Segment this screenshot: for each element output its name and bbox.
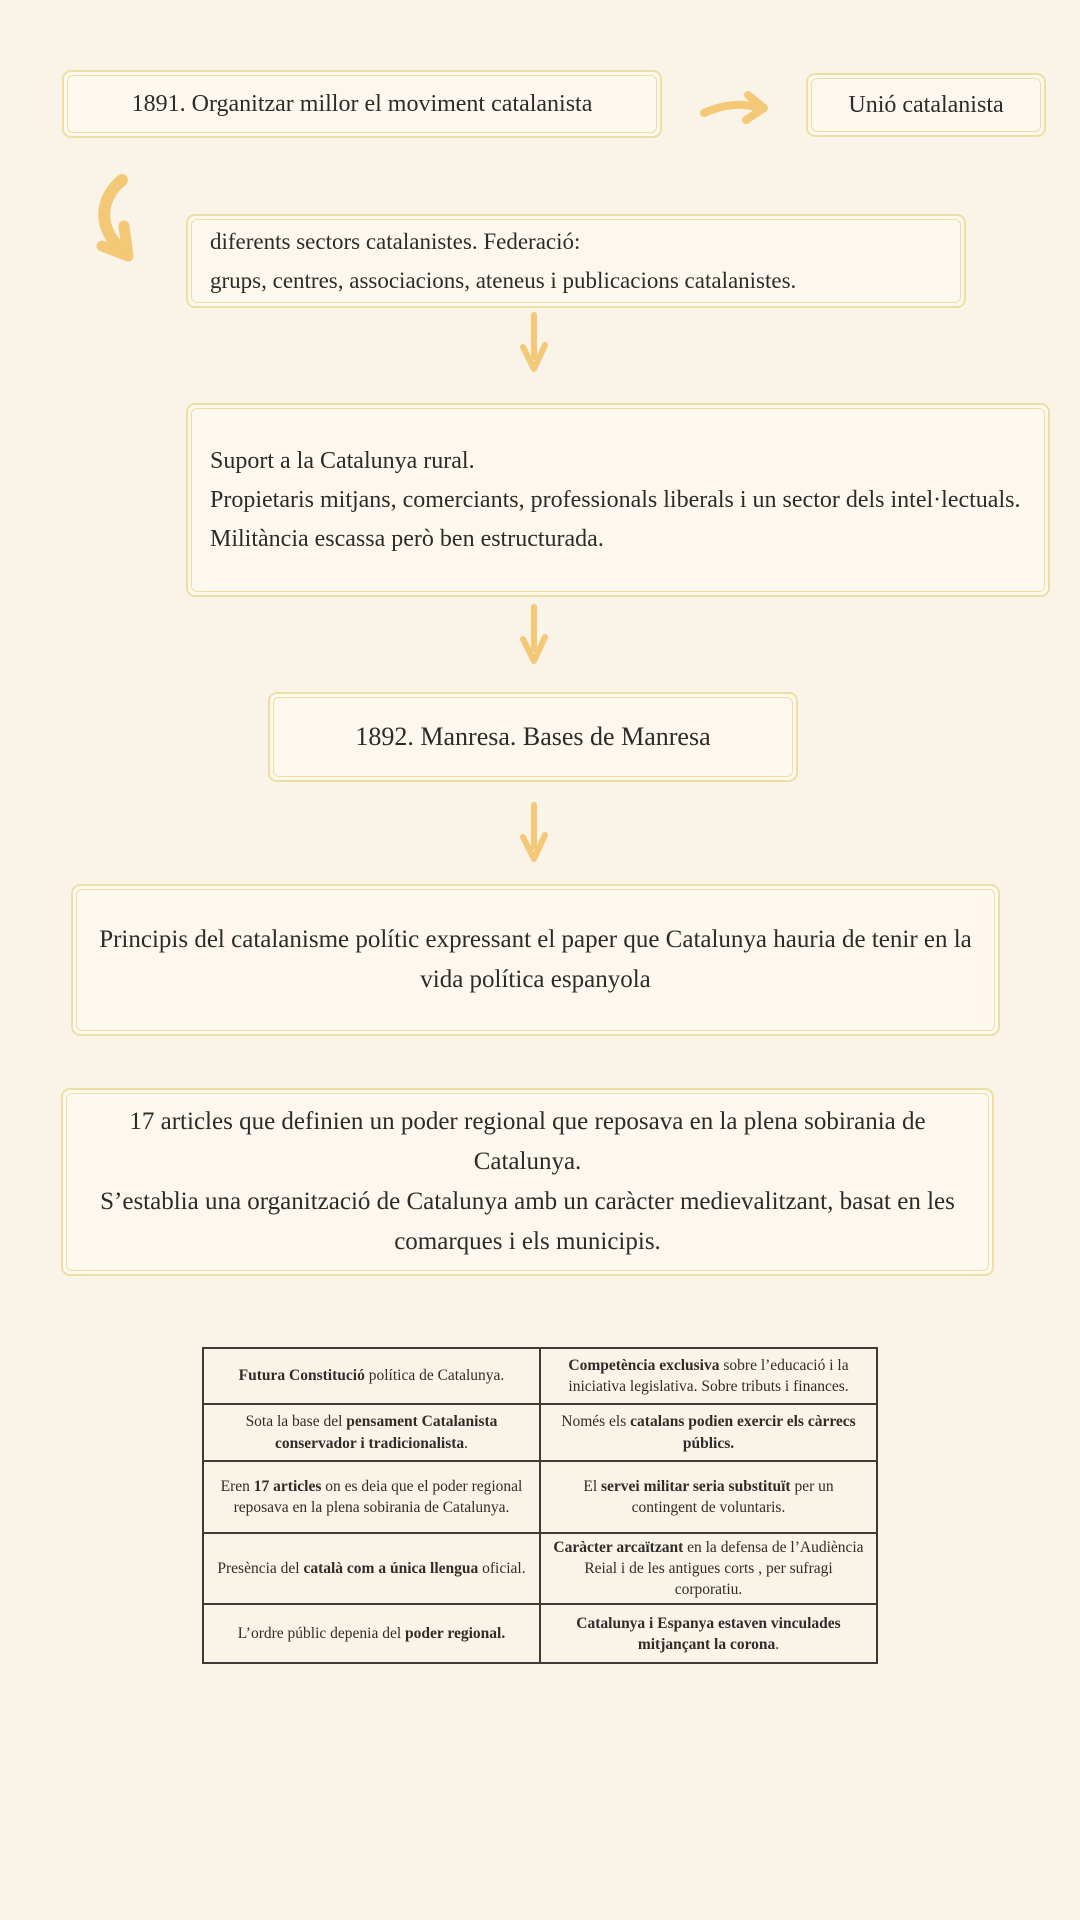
table-cell: Només els catalans podien exercir els cà… — [539, 1403, 878, 1462]
table-cell: Futura Constitució política de Catalunya… — [202, 1347, 541, 1405]
flow-box-unio-text: Unió catalanista — [848, 91, 1004, 118]
table-row: Presència del català com a única llengua… — [202, 1531, 878, 1606]
bases-de-manresa-table: Futura Constitució política de Catalunya… — [202, 1347, 878, 1665]
flow-box-federacio: diferents sectors catalanistes. Federaci… — [186, 214, 966, 308]
flow-box-federacio-text: diferents sectors catalanistes. Federaci… — [210, 229, 797, 293]
down-arrow-icon — [520, 312, 548, 372]
table-cell: Presència del català com a única llengua… — [202, 1531, 541, 1606]
table-cell: Caràcter arcaïtzant en la defensa de l’A… — [539, 1531, 878, 1606]
table-row: Sota la base del pensament Catalanista c… — [202, 1403, 878, 1462]
curved-down-arrow-icon — [96, 174, 134, 262]
flow-box-1891: 1891. Organitzar millor el moviment cata… — [62, 70, 662, 138]
table-cell: Competència exclusiva sobre l’educació i… — [539, 1347, 878, 1405]
flow-box-manresa: 1892. Manresa. Bases de Manresa — [268, 692, 798, 782]
table-cell: L’ordre públic depenia del poder regiona… — [202, 1603, 541, 1665]
flow-box-17-articles-text: 17 articles que definien un poder region… — [100, 1108, 955, 1255]
table-row: L’ordre públic depenia del poder regiona… — [202, 1603, 878, 1665]
table-body: Futura Constitució política de Catalunya… — [202, 1347, 878, 1665]
table-cell: Catalunya i Espanya estaven vinculades m… — [539, 1603, 878, 1665]
flow-box-17-articles: 17 articles que definien un poder region… — [61, 1088, 994, 1276]
flow-box-unio-catalanista: Unió catalanista — [806, 73, 1046, 137]
down-arrow-icon — [520, 802, 548, 862]
flow-box-principis: Principis del catalanisme polític expres… — [71, 884, 1000, 1036]
bases-de-manresa-table-wrap: Futura Constitució política de Catalunya… — [202, 1347, 878, 1665]
flow-box-principis-text: Principis del catalanisme polític expres… — [99, 926, 972, 993]
down-arrow-icon — [520, 604, 548, 664]
table-cell: El servei militar seria substituït per u… — [539, 1460, 878, 1534]
flow-box-suport-text: Suport a la Catalunya rural. Propietaris… — [210, 447, 1021, 552]
table-row: Futura Constitució política de Catalunya… — [202, 1347, 878, 1405]
table-cell: Eren 17 articles on es deia que el poder… — [202, 1460, 541, 1534]
flow-box-suport-rural: Suport a la Catalunya rural. Propietaris… — [186, 403, 1050, 597]
right-arrow-icon — [700, 91, 768, 124]
flow-box-1891-text: 1891. Organitzar millor el moviment cata… — [131, 90, 593, 117]
table-cell: Sota la base del pensament Catalanista c… — [202, 1403, 541, 1462]
flow-box-manresa-text: 1892. Manresa. Bases de Manresa — [355, 722, 711, 751]
table-row: Eren 17 articles on es deia que el poder… — [202, 1460, 878, 1534]
